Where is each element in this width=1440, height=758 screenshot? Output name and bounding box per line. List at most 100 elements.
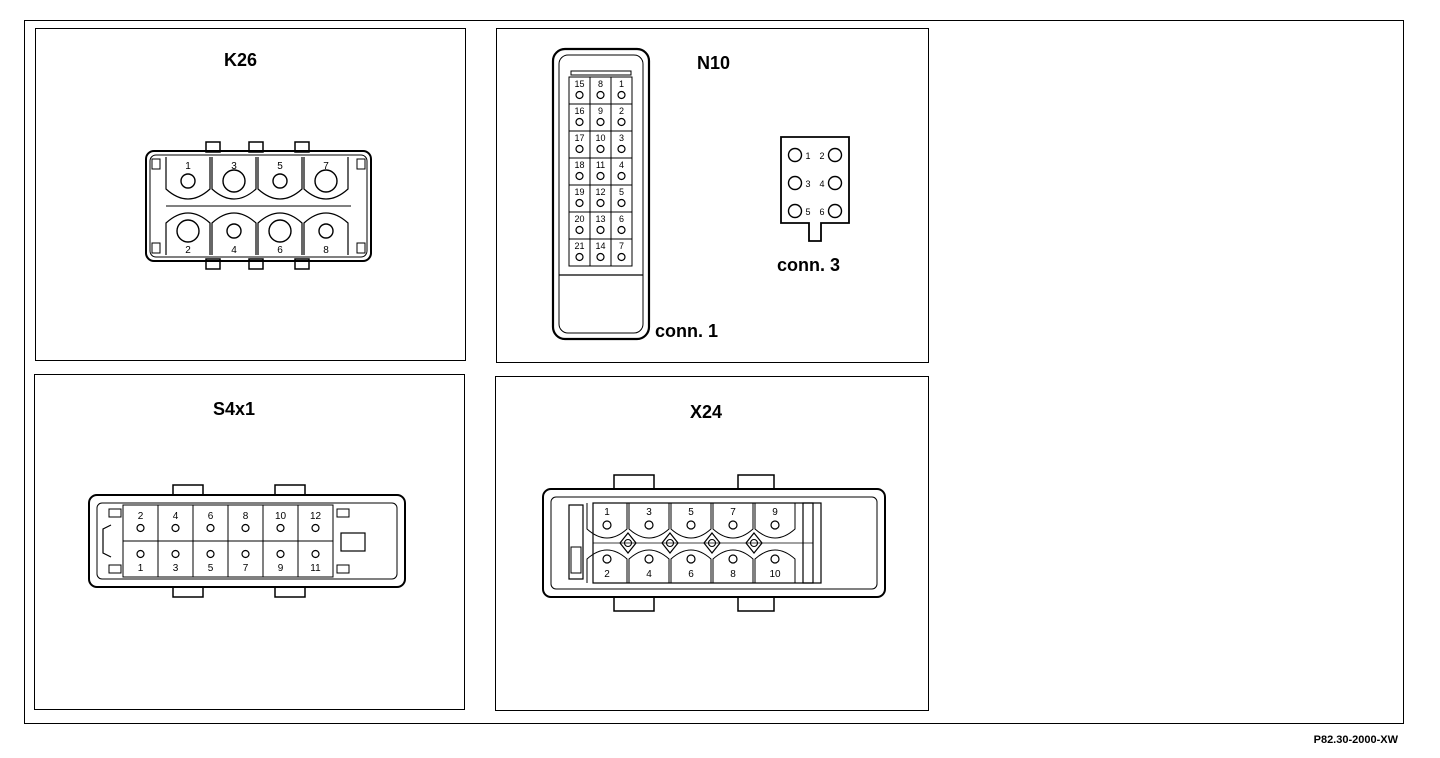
n10-conn1-pin-label: 11 bbox=[596, 160, 605, 170]
k26-side-tab bbox=[151, 158, 161, 170]
x24-pin-top bbox=[728, 520, 738, 530]
s4x1-pin-bottom bbox=[311, 549, 320, 559]
x24-coding-diamond bbox=[661, 532, 679, 554]
x24-left-latch bbox=[568, 504, 584, 580]
s4x1-pin-label-top: 4 bbox=[173, 511, 179, 522]
n10-conn3-pin-label: 2 bbox=[819, 151, 824, 161]
k26-cavity-bottom bbox=[165, 212, 211, 255]
s4x1-right-key bbox=[340, 532, 366, 552]
n10-conn1-pin-label: 16 bbox=[574, 106, 584, 116]
x24-pin-top bbox=[686, 520, 696, 530]
n10-conn1-pin-label: 10 bbox=[595, 133, 605, 143]
n10-conn3-label: conn. 3 bbox=[777, 255, 841, 275]
k26-pin-bottom bbox=[226, 223, 242, 239]
x24-latch-bottom bbox=[737, 596, 775, 612]
s4x1-pin-top bbox=[206, 523, 215, 533]
n10-conn1-pin-label: 12 bbox=[595, 187, 605, 197]
s4x1-latch-bottom bbox=[172, 586, 204, 598]
k26-pin-bottom bbox=[268, 219, 292, 243]
n10-conn1-pin-label: 3 bbox=[619, 133, 624, 143]
n10-conn1-pin bbox=[617, 198, 626, 208]
n10-conn1-pin bbox=[596, 117, 605, 127]
s4x1-pin-top bbox=[171, 523, 180, 533]
s4x1-pin-label-bottom: 3 bbox=[173, 563, 179, 574]
s4x1-side-tab bbox=[336, 564, 350, 574]
s4x1-pin-bottom bbox=[241, 549, 250, 559]
s4x1-pin-label-bottom: 5 bbox=[208, 563, 214, 574]
s4x1-latch-bottom bbox=[274, 586, 306, 598]
n10-conn3-pin bbox=[827, 203, 843, 219]
x24-housing bbox=[542, 488, 886, 598]
k26-side-tab bbox=[151, 242, 161, 254]
k26-cavity-top bbox=[257, 157, 303, 200]
diagram-frame bbox=[24, 20, 1404, 724]
n10-conn3-pin-label: 3 bbox=[805, 179, 810, 189]
k26-cavity-bottom bbox=[303, 212, 349, 255]
n10-conn1-pin-label: 4 bbox=[619, 160, 624, 170]
n10-conn1-pin-label: 15 bbox=[574, 79, 584, 89]
k26-latch-bottom bbox=[294, 258, 310, 270]
n10-conn1-pin bbox=[575, 144, 584, 154]
s4x1-pin-top bbox=[311, 523, 320, 533]
k26-latch-bottom bbox=[248, 258, 264, 270]
n10-conn3-pin bbox=[787, 175, 803, 191]
k26-pin-label-top: 5 bbox=[277, 161, 283, 172]
n10-conn1-pin bbox=[617, 117, 626, 127]
k26-pin-label-bottom: 8 bbox=[323, 245, 329, 256]
s4x1-pin-bottom bbox=[171, 549, 180, 559]
s4x1-housing-inner bbox=[96, 502, 398, 580]
n10-conn1-pin bbox=[596, 252, 605, 262]
x24-latch-bottom bbox=[613, 596, 655, 612]
k26-pin-top bbox=[180, 173, 196, 189]
x24-cavity-bottom bbox=[712, 549, 754, 583]
s4x1-side-tab bbox=[108, 508, 122, 518]
s4x1-pin-top bbox=[136, 523, 145, 533]
x24-latch-top bbox=[737, 474, 775, 490]
s4x1-pin-top bbox=[241, 523, 250, 533]
n10-conn3-pin bbox=[787, 203, 803, 219]
n10-conn1-pin bbox=[596, 198, 605, 208]
x24-coding-diamond bbox=[745, 532, 763, 554]
x24-cavity-top bbox=[586, 503, 628, 539]
x24-left-latch-inner bbox=[570, 546, 582, 574]
k26-pin-label-top: 1 bbox=[185, 161, 191, 172]
s4x1-latch-top bbox=[172, 484, 204, 496]
n10-conn3-pin bbox=[827, 175, 843, 191]
x24-pin-top bbox=[644, 520, 654, 530]
n10-conn1-pin-label: 2 bbox=[619, 106, 624, 116]
n10-conn1-pin-label: 14 bbox=[595, 241, 605, 251]
k26-cavity-bottom bbox=[257, 212, 303, 255]
s4x1-pin-top bbox=[276, 523, 285, 533]
n10-conn1-cell bbox=[610, 238, 633, 267]
s4x1-pin-label-bottom: 7 bbox=[243, 563, 249, 574]
n10-conn1-pin-label: 20 bbox=[574, 214, 584, 224]
s4x1-pin-label-bottom: 9 bbox=[278, 563, 284, 574]
x24-title: X24 bbox=[690, 402, 723, 422]
k26-pin-label-top: 7 bbox=[323, 161, 329, 172]
n10-title: N10 bbox=[697, 53, 731, 73]
n10-conn1-pin-label: 1 bbox=[619, 79, 624, 89]
n10-conn1-pin-label: 9 bbox=[598, 106, 603, 116]
n10-conn1-pin bbox=[575, 90, 584, 100]
n10-conn1-pin-label: 19 bbox=[574, 187, 584, 197]
s4x1-pin-label-top: 8 bbox=[243, 511, 249, 522]
k26-cavity-bottom bbox=[211, 212, 257, 255]
x24-cavity-bottom bbox=[628, 549, 670, 583]
s4x1-pin-label-top: 10 bbox=[275, 511, 287, 522]
n10-conn1-pin-label: 7 bbox=[619, 241, 624, 251]
n10-conn1-pin bbox=[575, 171, 584, 181]
n10-conn1-pin bbox=[596, 90, 605, 100]
s4x1-side-tab bbox=[336, 508, 350, 518]
k26-housing bbox=[145, 150, 372, 262]
k26-pin-label-top: 3 bbox=[231, 161, 237, 172]
k26-housing-inner bbox=[149, 154, 368, 258]
s4x1-cell bbox=[297, 504, 334, 578]
k26-pin-top bbox=[314, 169, 338, 193]
x24-cavity-top bbox=[670, 503, 712, 539]
x24-cavity-top bbox=[754, 503, 796, 539]
